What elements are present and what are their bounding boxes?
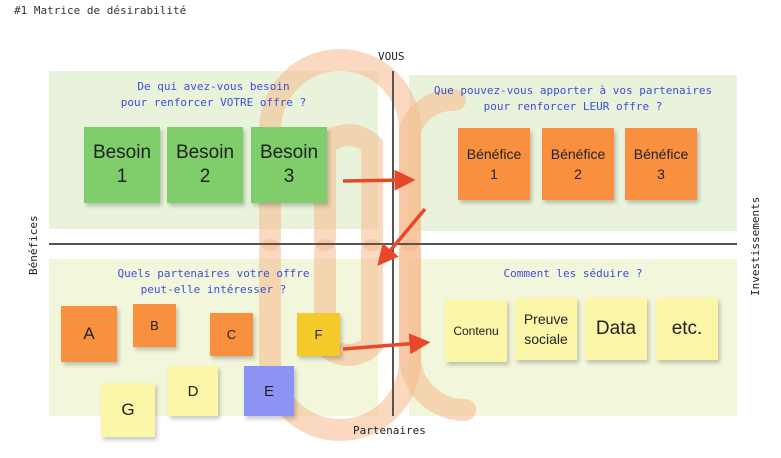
axis-label-bottom: Partenaires xyxy=(353,424,426,437)
question-top-right: Que pouvez-vous apporter à vos partenair… xyxy=(433,84,713,113)
sticky-besoin-3[interactable]: Besoin 3 xyxy=(251,127,327,203)
question-top-left: De qui avez-vous besoin pour renforcer V… xyxy=(120,80,307,109)
axis-label-top: VOUS xyxy=(378,50,405,63)
sticky-benefice-3[interactable]: Bénéfice 3 xyxy=(625,128,697,200)
sticky-data[interactable]: Data xyxy=(585,298,647,360)
axis-label-left: Bénéfices xyxy=(27,215,40,275)
question-bottom-left: Quels partenaires votre offre peut-elle … xyxy=(117,267,310,296)
sticky-preuve-sociale[interactable]: Preuve sociale xyxy=(515,298,577,360)
sticky-partner-c[interactable]: C xyxy=(210,313,253,356)
sticky-partner-e[interactable]: E xyxy=(244,366,294,416)
sticky-partner-f[interactable]: F xyxy=(297,313,340,356)
sticky-benefice-1[interactable]: Bénéfice 1 xyxy=(458,128,530,200)
page-title: #1 Matrice de désirabilité xyxy=(14,4,187,17)
vertical-axis xyxy=(392,71,394,416)
sticky-etc[interactable]: etc. xyxy=(656,298,718,360)
sticky-partner-a[interactable]: A xyxy=(61,306,117,362)
sticky-contenu[interactable]: Contenu xyxy=(445,300,507,362)
axis-label-right: Investissements xyxy=(749,196,762,296)
sticky-benefice-2[interactable]: Bénéfice 2 xyxy=(542,128,614,200)
sticky-partner-b[interactable]: B xyxy=(133,304,176,347)
sticky-besoin-2[interactable]: Besoin 2 xyxy=(167,127,243,203)
sticky-partner-d[interactable]: D xyxy=(168,366,218,416)
question-bottom-right: Comment les séduire ? xyxy=(503,267,643,280)
sticky-partner-g[interactable]: G xyxy=(101,383,155,437)
sticky-besoin-1[interactable]: Besoin 1 xyxy=(84,127,160,203)
